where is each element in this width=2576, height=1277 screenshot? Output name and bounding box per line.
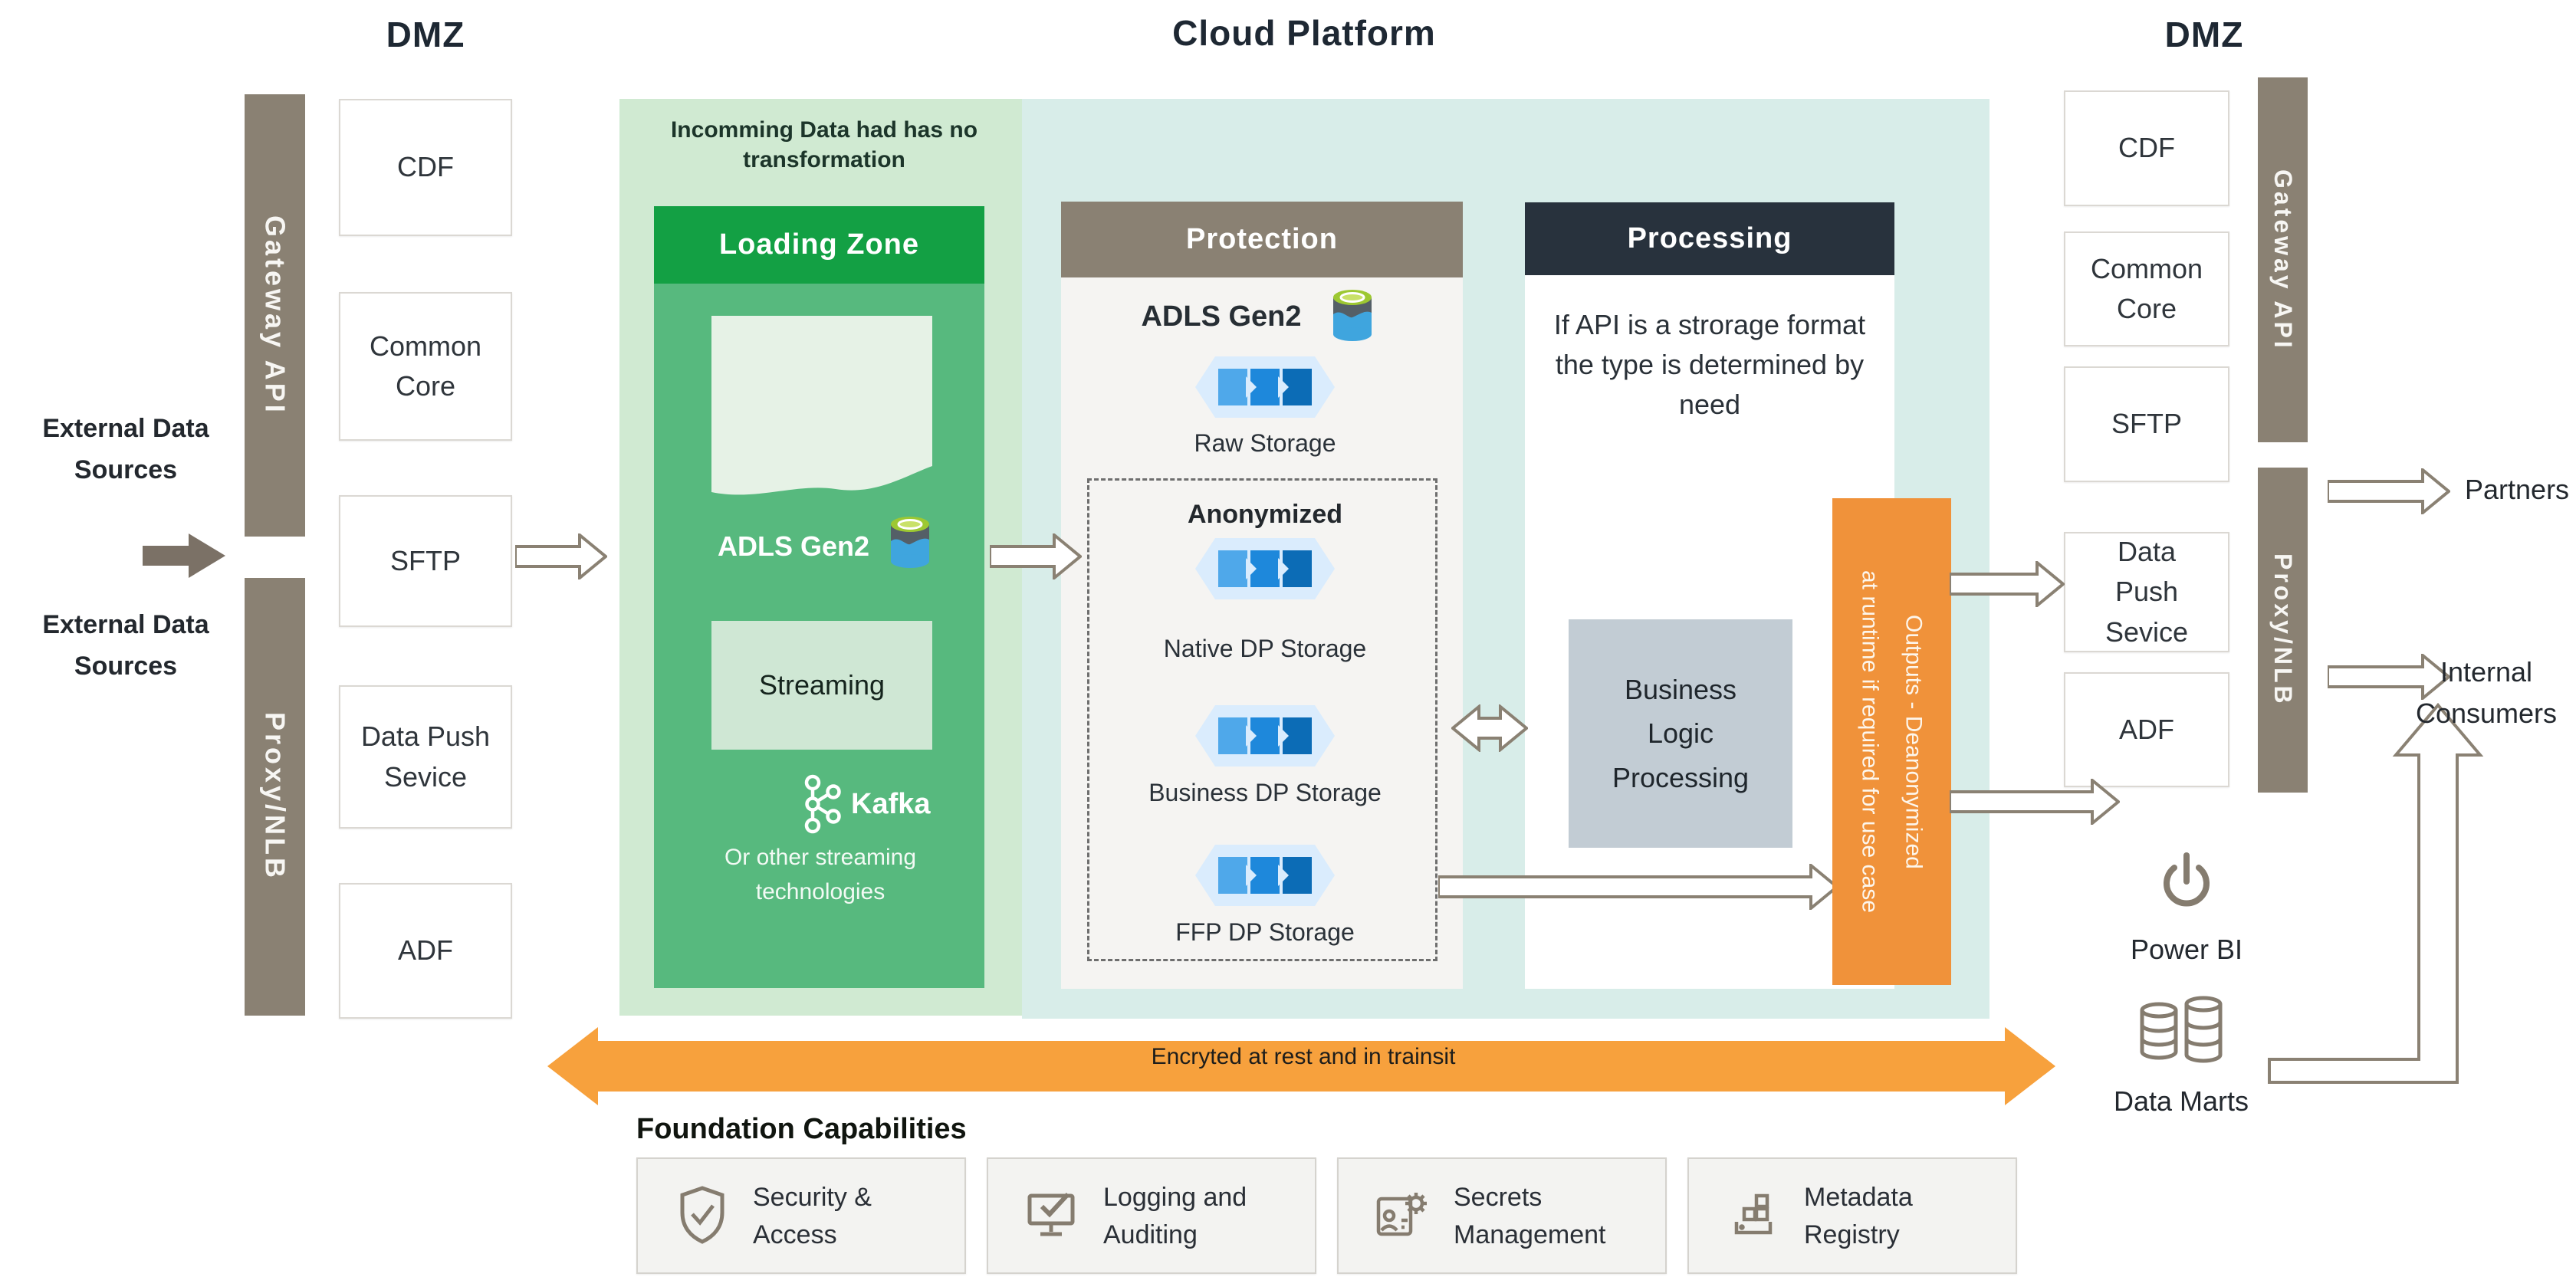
native-dp-storage-label: Native DP Storage [1163,635,1367,662]
id-card-gear-icon [1376,1193,1427,1236]
foundation-label-logging-auditing: Logging and Auditing [1103,1183,1247,1250]
business-dp-storage-flow-icon [1195,705,1335,767]
left-gateway-api-bar: Gateway API [245,94,305,537]
shield-check-icon [680,1186,724,1244]
arrow-into-platform-icon [515,533,607,579]
power-bi-icon [2164,852,2210,907]
right-gateway-api-bar: Gateway API [2258,77,2308,442]
left-box-data-push: Data Push Sevice [339,685,512,829]
outputs-bar-line1: Outputs - Deanonymized [1901,614,1927,869]
dmz-left-title: DMZ [386,15,465,54]
anonymized-group [1087,478,1438,961]
partners-label: Partners [2465,474,2570,505]
loading-zone-header: Loading Zone [654,206,984,284]
business-logic-processing-label: Business Logic Processing [1612,673,1750,793]
right-box-data-push: Data Push Sevice [2064,532,2229,652]
arrow-protection-processing-bidirectional-icon [1451,704,1528,752]
cloud-platform-title: Cloud Platform [1172,13,1436,53]
arrow-data-marts-to-internal-consumers-icon [2268,702,2484,1084]
monitor-check-icon [1027,1192,1075,1236]
outputs-bar-line2: at runtime if required for use case [1857,570,1883,913]
right-gateway-api-label: Gateway API [2269,169,2297,351]
left-box-sftp: SFTP [339,495,512,627]
left-gateway-api-label: Gateway API [259,215,291,415]
foundation-box-secrets-management: Secrets Management [1337,1157,1667,1274]
power-bi-label: Power BI [2130,934,2243,965]
foundation-title: Foundation Capabilities [636,1113,967,1145]
building-blocks-icon [1734,1193,1773,1235]
left-box-adf: ADF [339,883,512,1019]
left-box-cdf: CDF [339,99,512,236]
protection-header: Protection [1061,202,1463,277]
adls-storage-icon [1333,290,1372,341]
anonymized-label: Anonymized [1187,500,1343,529]
loading-zone-adls-label: ADLS Gen2 [717,530,870,562]
external-sources-arrow-icon [143,533,225,578]
left-box-common-core: Common Core [339,292,512,441]
raw-storage-flow-icon [1195,356,1335,418]
right-box-sftp: SFTP [2064,366,2229,482]
right-box-common-core: Common Core [2064,231,2229,346]
foundation-box-logging-auditing: Logging and Auditing [987,1157,1316,1274]
external-data-sources-bottom: External Data Sources [42,610,209,681]
adls-storage-icon [891,517,929,568]
foundation-label-secrets-management: Secrets Management [1454,1183,1606,1250]
kafka-icon [804,774,841,834]
arrow-to-partners-icon [2328,468,2450,514]
right-proxy-nlb-bar: Proxy/NLB [2258,468,2308,793]
raw-storage-label: Raw Storage [1194,429,1336,457]
data-lake-wave-icon [711,316,932,495]
arrow-outputs-to-data-push-icon [1950,561,2065,607]
processing-header: Processing [1525,202,1894,275]
foundation-box-security-access: Security & Access [636,1157,966,1274]
dmz-right-title: DMZ [2164,15,2244,54]
protection-adls-label: ADLS Gen2 [1141,300,1302,333]
right-box-cdf: CDF [2064,90,2229,206]
streaming-note: Or other streaming technologies [724,845,917,904]
arrow-outputs-to-power-bi-icon [1950,779,2120,825]
arrow-loading-to-protection-icon [990,533,1082,579]
left-proxy-nlb-label: Proxy/NLB [259,712,291,881]
arrow-ffp-to-outputs-icon [1438,864,1838,910]
foundation-label-metadata-registry: Metadata Registry [1804,1183,1913,1250]
data-marts-icon [2140,996,2223,1063]
streaming-box: Streaming [711,621,932,750]
external-data-sources-top: External Data Sources [42,414,209,485]
arrow-to-internal-consumers-icon [2328,654,2450,700]
business-logic-processing-box: Business Logic Processing [1569,619,1792,848]
foundation-box-metadata-registry: Metadata Registry [1687,1157,2017,1274]
kafka-label: Kafka [851,788,931,820]
encryption-arrow-label: Encryted at rest and in trainsit [1151,1044,1456,1069]
internal-consumers-label: Internal Consumers [2415,656,2558,729]
right-proxy-nlb-label: Proxy/NLB [2269,553,2297,707]
ffp-dp-storage-flow-icon [1195,845,1335,906]
processing-note: If API is a strorage format the type is … [1553,309,1866,421]
encryption-arrow-icon [547,1027,2055,1105]
data-marts-label: Data Marts [2113,1085,2249,1117]
loading-zone-note: Incomming Data had has no transformation [670,117,978,172]
foundation-label-security-access: Security & Access [753,1183,872,1250]
outputs-deanonymized-bar: Outputs - Deanonymized at runtime if req… [1832,498,1951,985]
ffp-dp-storage-label: FFP DP Storage [1175,918,1355,946]
left-proxy-nlb-bar: Proxy/NLB [245,578,305,1016]
business-dp-storage-label: Business DP Storage [1148,779,1382,806]
native-dp-storage-flow-icon [1195,538,1335,599]
right-box-adf: ADF [2064,672,2229,787]
